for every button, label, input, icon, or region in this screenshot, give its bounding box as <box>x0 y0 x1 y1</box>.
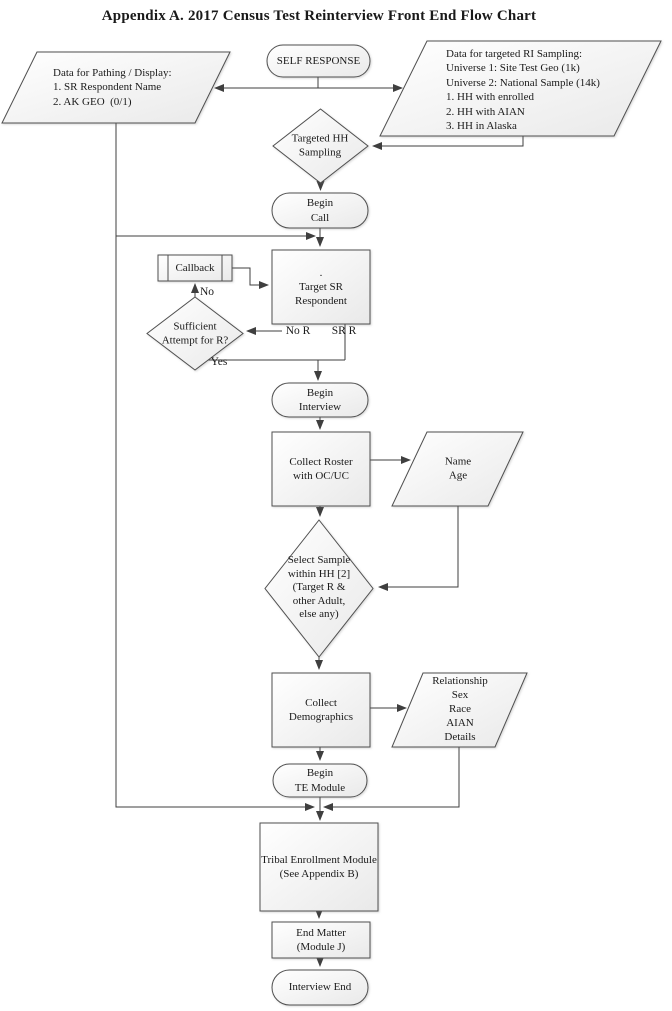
collect-demographics-label: Collect Demographics <box>288 696 354 723</box>
shapes <box>1 40 662 1006</box>
edge-nameage-to-select <box>378 506 459 591</box>
connectors <box>115 77 524 967</box>
tribal-enrollment-shape <box>259 822 379 912</box>
edge-callback-to-targetsr <box>232 267 269 289</box>
end-matter-shape <box>271 921 371 959</box>
self-response-shape <box>266 44 371 78</box>
data-pathing-shape <box>1 51 231 124</box>
edge-outputs-long-right <box>323 747 460 811</box>
page-title: Appendix A. 2017 Census Test Reinterview… <box>101 8 537 24</box>
sufficient-attempt-label: Sufficient Attempt for R? <box>161 320 229 347</box>
begin-te-label: Begin TE Module <box>294 767 346 794</box>
select-sample-label: Select Sample within HH [2] (Target R & … <box>287 554 351 621</box>
edge-pathing-data-long-left <box>115 123 315 811</box>
begin-call-label: Begin Call <box>306 197 334 224</box>
collect-roster-label: Collect Roster with OC/UC <box>289 455 353 482</box>
edge-label-sr-r: SR R <box>331 325 357 337</box>
sufficient-attempt-diamond <box>146 296 244 371</box>
edge-ri-to-targeted-hh <box>372 136 524 150</box>
self-response-label: SELF RESPONSE <box>276 54 361 67</box>
callback-label: Callback <box>175 261 215 274</box>
data-ri-sampling-label: Data for targeted RI Sampling: Universe … <box>446 48 600 133</box>
targeted-hh-label: Targeted HH Sampling <box>291 132 349 159</box>
begin-te-shape <box>272 763 368 798</box>
edge-label-no: No <box>199 286 215 298</box>
begin-call-shape <box>271 192 369 229</box>
target-sr-label: . Target SR Respondent <box>295 266 347 308</box>
interview-end-label: Interview End <box>288 981 352 994</box>
edge-label-no-r: No R <box>285 325 311 337</box>
select-sample-diamond <box>264 519 374 658</box>
begin-interview-label: Begin Interview <box>298 386 342 413</box>
data-pathing-label: Data for Pathing / Display: 1. SR Respon… <box>53 67 172 108</box>
data-ri-sampling-shape <box>379 40 662 137</box>
targeted-hh-diamond <box>272 108 369 184</box>
name-age-label: Name Age <box>444 455 472 482</box>
collect-roster-shape <box>271 431 371 507</box>
demographic-outputs-label: Relationship Sex Race AIAN Details <box>432 675 488 743</box>
callback-shape <box>157 254 233 282</box>
target-sr-shape <box>271 249 371 325</box>
end-matter-label: End Matter (Module J) <box>296 926 346 953</box>
edge-label-yes: Yes <box>210 356 228 368</box>
begin-interview-shape <box>271 382 369 418</box>
demographic-outputs-shape <box>391 672 528 748</box>
interview-end-shape <box>271 969 369 1006</box>
tribal-enrollment-label: Tribal Enrollment Module (See Appendix B… <box>261 853 377 880</box>
name-age-shape <box>391 431 524 507</box>
collect-demographics-shape <box>271 672 371 748</box>
